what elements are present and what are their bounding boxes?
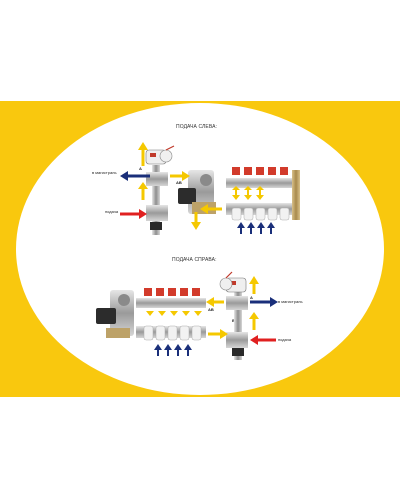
bottom-arrows-manifold-down	[146, 311, 202, 316]
bottom-arrow-flow-b	[249, 312, 259, 330]
white-oval	[16, 103, 384, 395]
top-mixing-unit	[145, 145, 175, 235]
bottom-arrow-flow-up	[249, 276, 259, 294]
top-label-to-main: в магистраль	[92, 170, 117, 175]
bottom-mixing-unit	[219, 271, 248, 360]
top-arrow-flow-up	[138, 142, 148, 166]
bottom-port-b: B	[232, 318, 235, 323]
top-arrows-manifold-down	[232, 186, 264, 200]
bottom-label-supply: подача	[278, 337, 292, 342]
bottom-port-ab: AB	[208, 307, 214, 312]
bottom-arrow-to-main	[250, 297, 278, 307]
top-arrow-return-bottom	[191, 212, 201, 230]
top-arrow-from-manifold	[200, 204, 222, 214]
top-port-a: A	[139, 166, 142, 171]
bottom-arrow-from-manifold	[208, 329, 228, 339]
top-manifold	[226, 167, 300, 221]
bottom-label-to-main: в магистраль	[278, 299, 303, 304]
top-arrow-flow-b	[138, 182, 148, 200]
top-arrow-to-pump	[170, 171, 190, 181]
top-pump	[178, 170, 216, 214]
bottom-pump	[96, 290, 134, 338]
bottom-manifold	[136, 288, 206, 341]
top-diagram-title: ПОДАЧА СЛЕВА:	[176, 124, 218, 130]
top-port-ab: AB	[176, 180, 182, 185]
bottom-arrows-manifold-up	[154, 344, 192, 356]
bottom-diagram-title: ПОДАЧА СПРАВА:	[172, 257, 217, 263]
bottom-arrow-to-manifold	[206, 297, 224, 307]
bottom-arrow-supply	[250, 335, 276, 345]
top-label-supply: подача	[105, 209, 119, 214]
top-arrow-supply	[120, 209, 147, 219]
bottom-port-a: A	[250, 295, 253, 300]
top-arrow-to-main	[120, 171, 150, 181]
top-arrows-manifold-up	[237, 222, 275, 234]
